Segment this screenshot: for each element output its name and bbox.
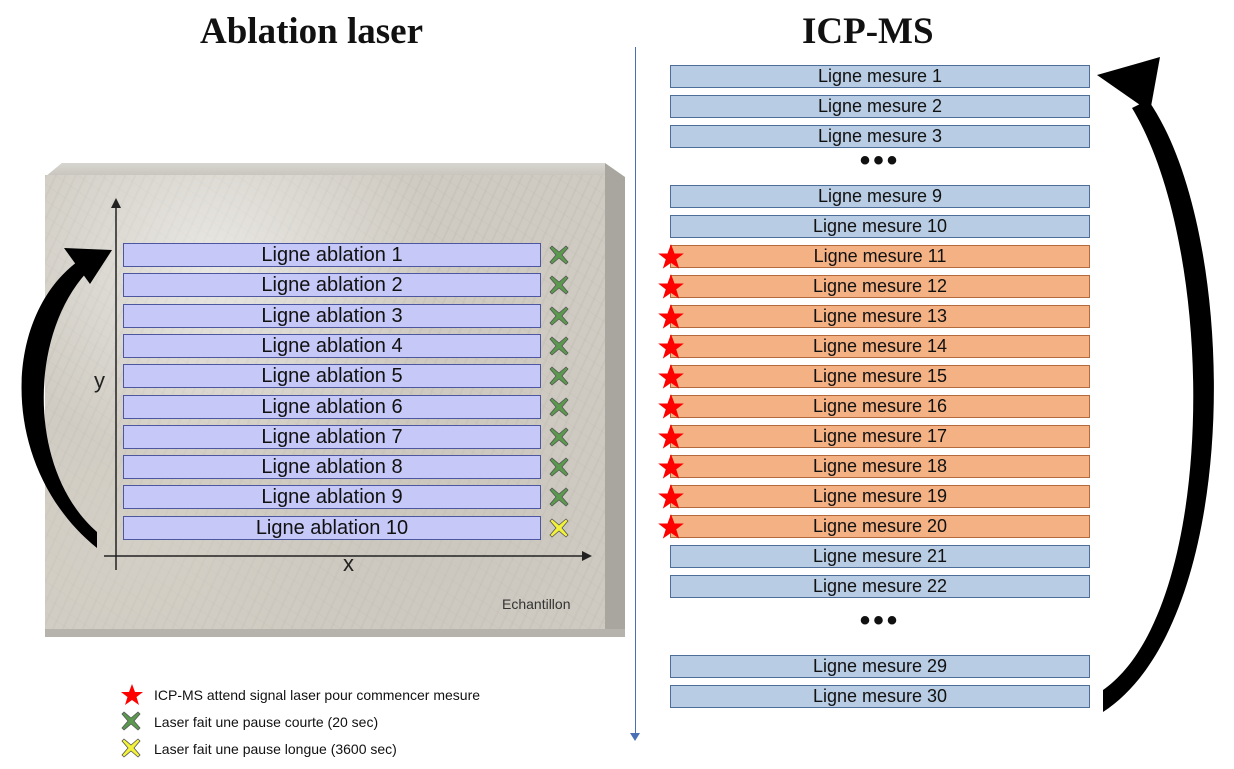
icp-line-label: Ligne mesure 14: [812, 336, 948, 356]
sample-side-face: [605, 163, 625, 629]
icp-line-label: Ligne mesure 15: [812, 366, 948, 386]
ablation-line: Ligne ablation 5: [123, 364, 541, 389]
red-star-icon: [658, 304, 684, 329]
icp-line-waiting: Ligne mesure 20: [658, 514, 1090, 539]
red-star-icon: [658, 454, 684, 479]
icp-line: Ligne mesure 21: [670, 545, 1090, 568]
icp-line-label: Ligne mesure 19: [812, 486, 948, 506]
ablation-line: Ligne ablation 3: [123, 303, 541, 328]
red-star-icon: [658, 334, 684, 359]
ablation-line: Ligne ablation 9: [123, 485, 541, 510]
icp-line: Ligne mesure 9: [670, 185, 1090, 208]
green-cross-icon: [549, 336, 569, 356]
icp-line-label: Ligne mesure 22: [812, 576, 948, 596]
icp-line: Ligne mesure 2: [670, 95, 1090, 118]
red-star-icon: [658, 364, 684, 389]
ablation-line: Ligne ablation 10: [123, 515, 541, 540]
icp-line-label: Ligne mesure 18: [812, 456, 948, 476]
icp-line: Ligne mesure 29: [670, 655, 1090, 678]
icp-line-label: Ligne mesure 13: [812, 306, 948, 326]
red-star-icon: [658, 394, 684, 419]
icp-line: Ligne mesure 3: [670, 125, 1090, 148]
ablation-line: Ligne ablation 4: [123, 333, 541, 358]
ablation-laser-title: Ablation laser: [200, 11, 424, 52]
short-pause-mark: [548, 274, 570, 296]
icp-line-waiting: Ligne mesure 14: [658, 334, 1090, 359]
red-star-icon: [121, 684, 143, 705]
green-cross-icon: [549, 487, 569, 507]
legend-text: ICP-MS attend signal laser pour commence…: [154, 687, 481, 703]
icp-line: Ligne mesure 1: [670, 65, 1090, 88]
icp-line-waiting: Ligne mesure 15: [658, 364, 1090, 389]
icp-line: Ligne mesure 30: [670, 685, 1090, 708]
icp-line-waiting: Ligne mesure 18: [658, 454, 1090, 479]
icp-line-waiting: Ligne mesure 16: [658, 394, 1090, 419]
icp-line: Ligne mesure 10: [670, 215, 1090, 238]
yellow-cross-icon: [121, 738, 141, 758]
icp-line-label: Ligne mesure 12: [812, 276, 948, 296]
icp-line-label: Ligne mesure 29: [812, 656, 948, 676]
sample-label: Echantillon: [502, 596, 571, 612]
legend-text: Laser fait une pause courte (20 sec): [154, 714, 379, 730]
short-pause-mark: [548, 335, 570, 357]
ablation-line: Ligne ablation 2: [123, 273, 541, 298]
short-pause-mark: [548, 305, 570, 327]
icp-line-label: Ligne mesure 17: [812, 426, 948, 446]
red-star-icon: [658, 274, 684, 299]
sample-top-face: [45, 163, 605, 177]
legend-text: Laser fait une pause longue (3600 sec): [154, 741, 397, 757]
green-cross-icon: [549, 306, 569, 326]
icp-line-waiting: Ligne mesure 13: [658, 304, 1090, 329]
green-cross-icon: [549, 457, 569, 477]
green-cross-icon: [549, 245, 569, 265]
ellipsis-top: •••: [859, 144, 901, 177]
short-pause-mark: [548, 244, 570, 266]
icp-line-waiting: Ligne mesure 19: [658, 484, 1090, 509]
icp-ms-title: ICP-MS: [802, 11, 934, 52]
green-cross-icon: [549, 396, 569, 417]
x-axis-label: x: [343, 551, 354, 576]
time-axis-divider: [635, 47, 636, 737]
red-star-icon: [658, 424, 684, 449]
icp-line-waiting: Ligne mesure 11: [658, 244, 1090, 269]
icp-line-waiting: Ligne mesure 12: [658, 274, 1090, 299]
icp-line-waiting: Ligne mesure 17: [658, 424, 1090, 449]
ablation-line: Ligne ablation 7: [123, 424, 541, 449]
red-star-icon: [658, 484, 684, 509]
icp-line-label: Ligne mesure 10: [812, 216, 948, 236]
green-cross-icon: [549, 427, 569, 447]
ablation-line: Ligne ablation 1: [123, 243, 541, 267]
red-star-icon: [658, 244, 684, 269]
yellow-cross-icon: [549, 518, 569, 538]
short-pause-mark: [548, 426, 570, 448]
y-axis-label: y: [94, 368, 105, 393]
icp-line-label: Ligne mesure 2: [817, 96, 943, 116]
icp-line-label: Ligne mesure 20: [812, 516, 948, 536]
sample-bottom-face: [45, 629, 625, 637]
red-star-icon: [658, 514, 684, 539]
icp-line-label: Ligne mesure 1: [817, 66, 943, 86]
icp-line-label: Ligne mesure 16: [812, 396, 948, 416]
green-cross-icon: [121, 711, 141, 731]
green-cross-icon: [549, 275, 569, 295]
ellipsis-bottom: •••: [859, 604, 901, 637]
time-axis-arrowhead: [630, 733, 640, 741]
short-pause-mark: [548, 456, 570, 478]
short-pause-mark: [548, 396, 570, 418]
icp-line-label: Ligne mesure 30: [812, 686, 948, 706]
short-pause-mark: [548, 486, 570, 508]
icp-line-label: Ligne mesure 3: [817, 126, 943, 146]
green-cross-icon: [549, 366, 569, 386]
icp-line-label: Ligne mesure 21: [812, 546, 948, 566]
icp-line-label: Ligne mesure 11: [813, 246, 947, 266]
short-pause-mark: [548, 365, 570, 387]
icp-line-label: Ligne mesure 9: [817, 186, 943, 206]
icp-line: Ligne mesure 22: [670, 575, 1090, 598]
long-pause-mark: [548, 517, 570, 539]
ablation-line: Ligne ablation 8: [123, 455, 541, 480]
ablation-line: Ligne ablation 6: [123, 394, 541, 419]
